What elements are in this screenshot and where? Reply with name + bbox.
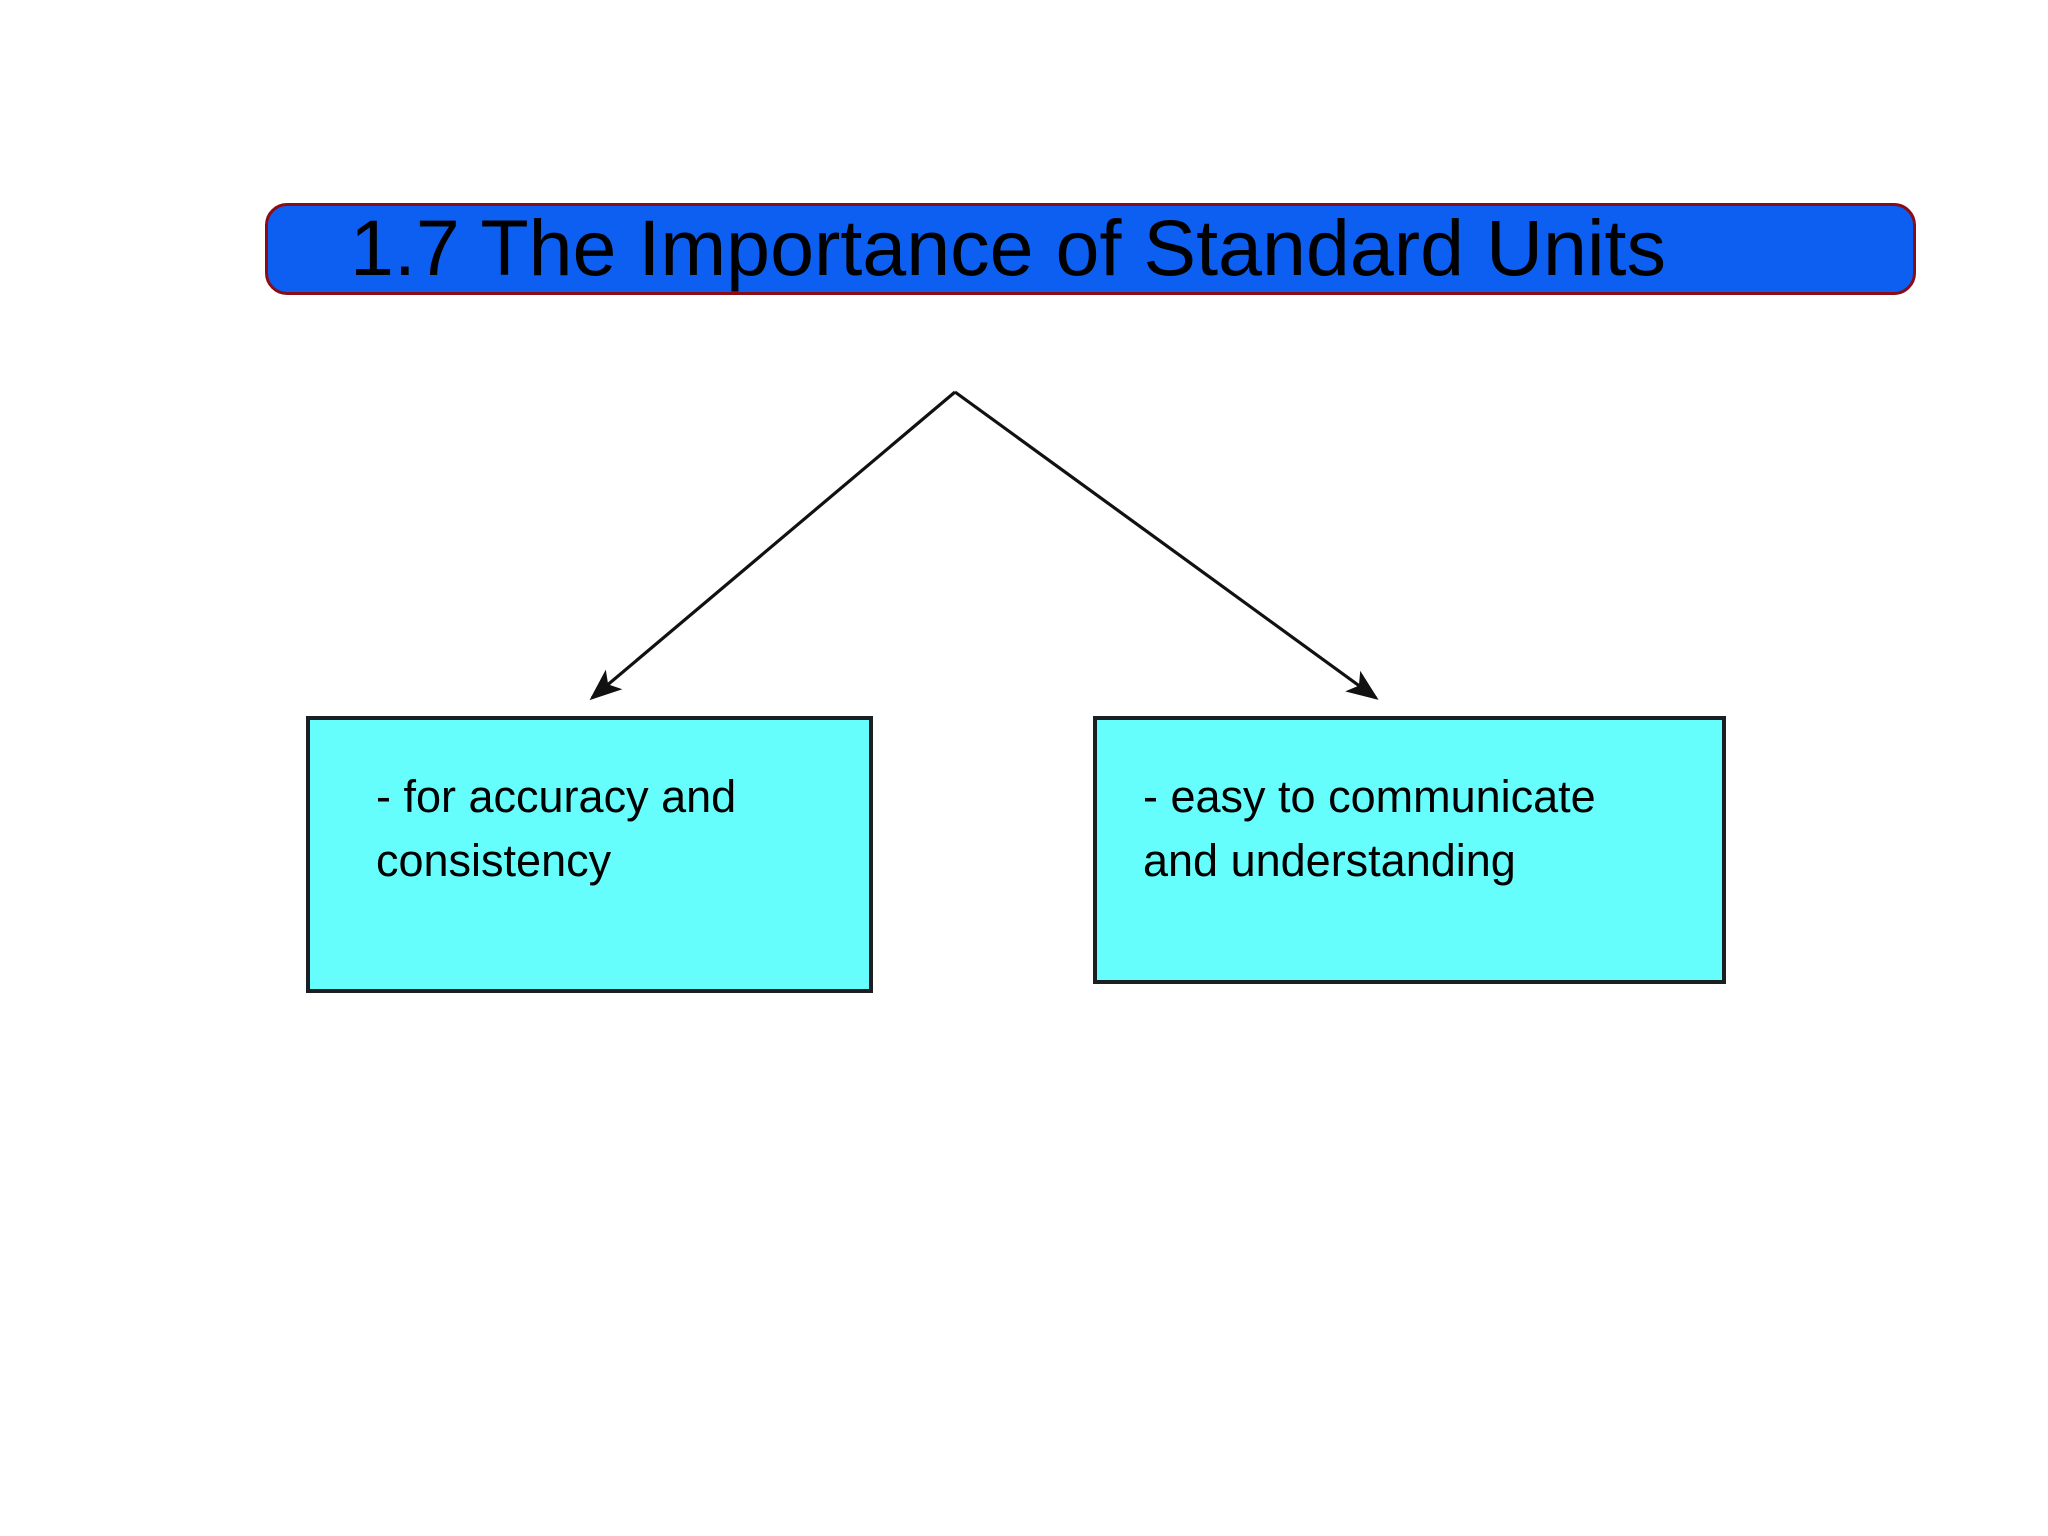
content-box-right-text: - easy to communicate and understanding xyxy=(1143,771,1596,886)
content-box-left: - for accuracy and consistency xyxy=(306,716,873,993)
slide-title-banner: 1.7 The Importance of Standard Units xyxy=(265,203,1916,295)
content-box-left-text: - for accuracy and consistency xyxy=(376,771,737,886)
page-title: 1.7 The Importance of Standard Units xyxy=(350,203,1666,292)
connector-right-arrow xyxy=(954,390,1379,700)
content-box-right: - easy to communicate and understanding xyxy=(1093,716,1726,984)
connector-left-arrow xyxy=(589,390,957,701)
